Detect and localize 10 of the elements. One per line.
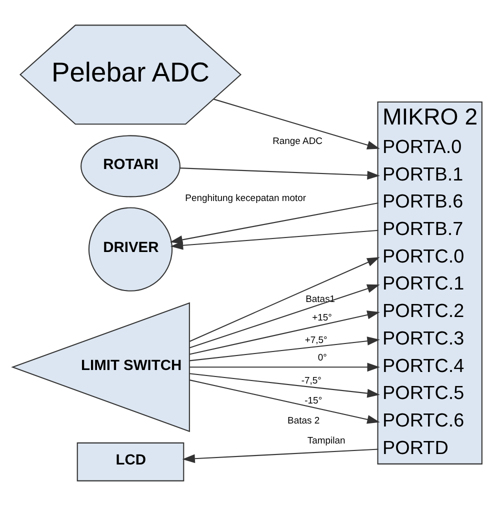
edge-label: Batas1 — [306, 294, 336, 305]
edge-label: -15° — [304, 394, 322, 406]
edge-label: Penghitung kecepatan motor — [185, 192, 306, 204]
edge-label: Batas 2 — [288, 415, 320, 426]
edge-label: 0° — [318, 352, 327, 364]
edge-label: Tampilan — [307, 434, 346, 446]
edge-label: +15° — [312, 312, 332, 323]
edge-label: +7,5° — [304, 334, 328, 346]
edge-label: -7,5° — [301, 375, 322, 386]
edge-label: Range ADC — [272, 136, 323, 147]
